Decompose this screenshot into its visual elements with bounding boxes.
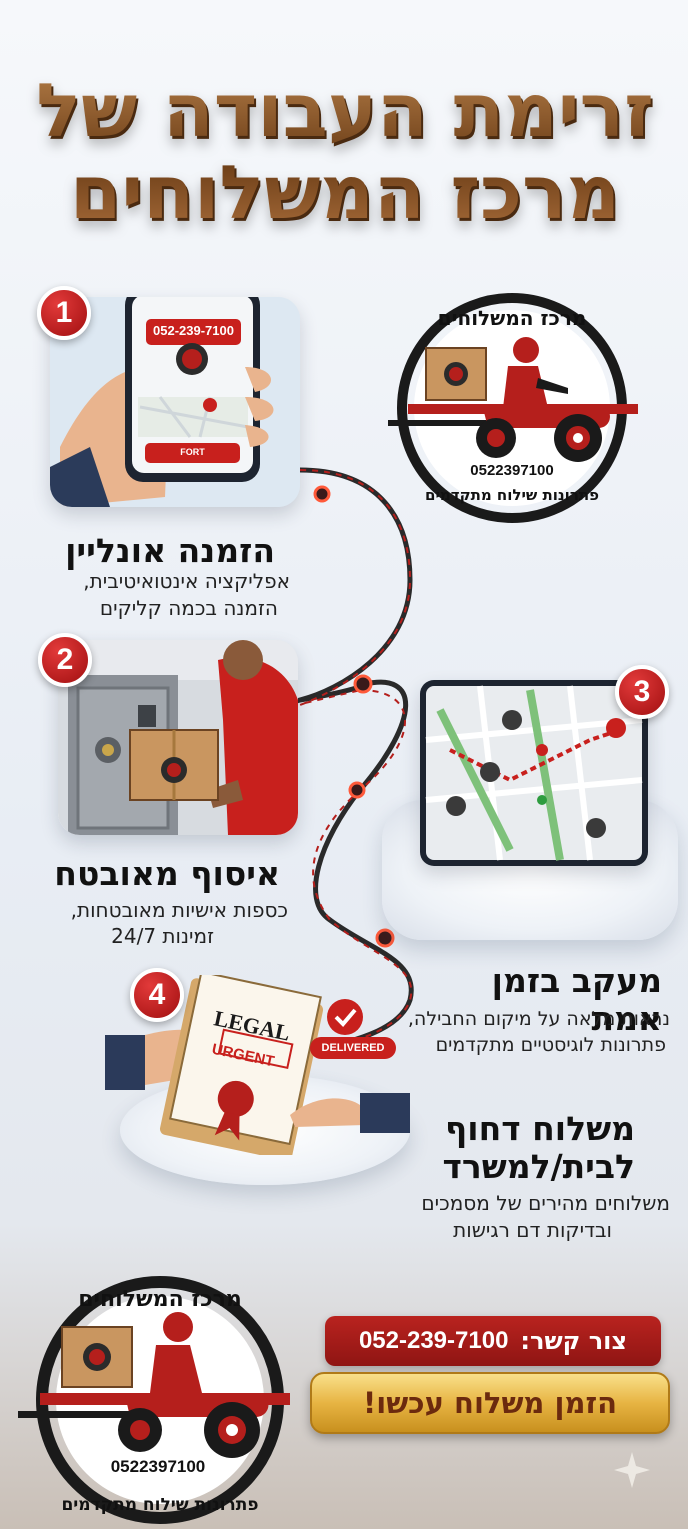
step-2-desc-line-2: זמינות 24/7 [111,924,214,948]
sparkle-icon [614,1452,650,1488]
step-1-title: הזמנה אונליין [65,531,275,570]
step-3-title: מעקב בזמן אמת [491,961,662,1038]
brand-logo-bottom: מרכז המשלוחים 0522397100 פתרונות שילוח מ… [10,1265,300,1525]
route-node-1 [313,485,331,503]
order-now-button[interactable]: הזמן משלוח עכשו! [310,1372,670,1434]
logo-phone: 0522397100 [470,462,554,479]
delivered-badge: DELIVERED [321,1042,385,1054]
step-3-desc-line-1: נראות מלאה על מיקום החבילה, [407,1008,670,1030]
step-3-desc-line-2: פתרונות לוגיסטיים מתקדמים [435,1034,666,1056]
step-2-card [58,640,298,835]
step-4-title-line-2: לבית/למשרד [442,1147,635,1186]
phone-screen-button: FORT [180,447,205,457]
step-2-desc-line-1: כספות אישיות מאובטחות, [70,898,288,922]
logo-name-bottom: מרכז המשלוחים [78,1287,242,1312]
step-4-illustration: LEGAL URGENT DELIVERED [105,970,415,1161]
route-node-2 [353,674,373,694]
step-4-badge: 4 [130,968,184,1022]
live-map-illustration [425,685,643,861]
step-1-badge: 1 [37,286,91,340]
step-2-badge: 2 [38,633,92,687]
brand-logo-top: מרכז המשלוחים 0522397100 פתרונות שילוח מ… [378,278,646,530]
step-4-desc-line-2: ובדיקות דם רגישות [453,1218,612,1242]
step-1-desc-line-2: הזמנה בכמה קליקים [99,596,278,620]
title-line-1: זרימת העבודה של [36,68,654,154]
step-1-card: 052-239-7100 FORT [50,297,300,507]
scooter-courier-logo [388,293,638,523]
contact-phone-bar[interactable]: צור קשר: 052-239-7100 [325,1316,661,1366]
step-4-desc-line-1: משלוחים מהירים של מסמכים [421,1191,670,1215]
contact-phone[interactable]: 052-239-7100 [358,1327,509,1354]
step-1-desc-line-1: אפליקציה אינטואיטיבית, [83,569,290,593]
route-node-4 [375,928,395,948]
scooter-courier-logo [18,1276,290,1524]
logo-tagline: פתרונות שילוח מתקדמים [425,486,599,504]
logo-name: מרכז המשלוחים [437,306,587,330]
route-node-3 [348,781,366,799]
contact-label: צור קשר: [520,1327,628,1355]
page-title: זרימת העבודה של מרכז המשלוחים [20,70,670,234]
step-4-title-line-1: משלוח דחוף [444,1109,635,1148]
title-line-2: מרכז המשלוחים [69,150,621,236]
phone-screen-number: 052-239-7100 [153,323,234,338]
step-3-badge: 3 [615,665,669,719]
logo-phone-bottom: 0522397100 [110,1457,206,1476]
urgent-document-illustration [105,970,410,1161]
step-2-title: איסוף מאובטח [54,854,280,893]
logo-tagline-bottom: פתרונות שילוח מתקדמים [61,1495,259,1515]
step-3-tablet [420,680,648,866]
phone-in-hand-illustration [50,297,300,507]
secure-locker-illustration [58,640,298,835]
